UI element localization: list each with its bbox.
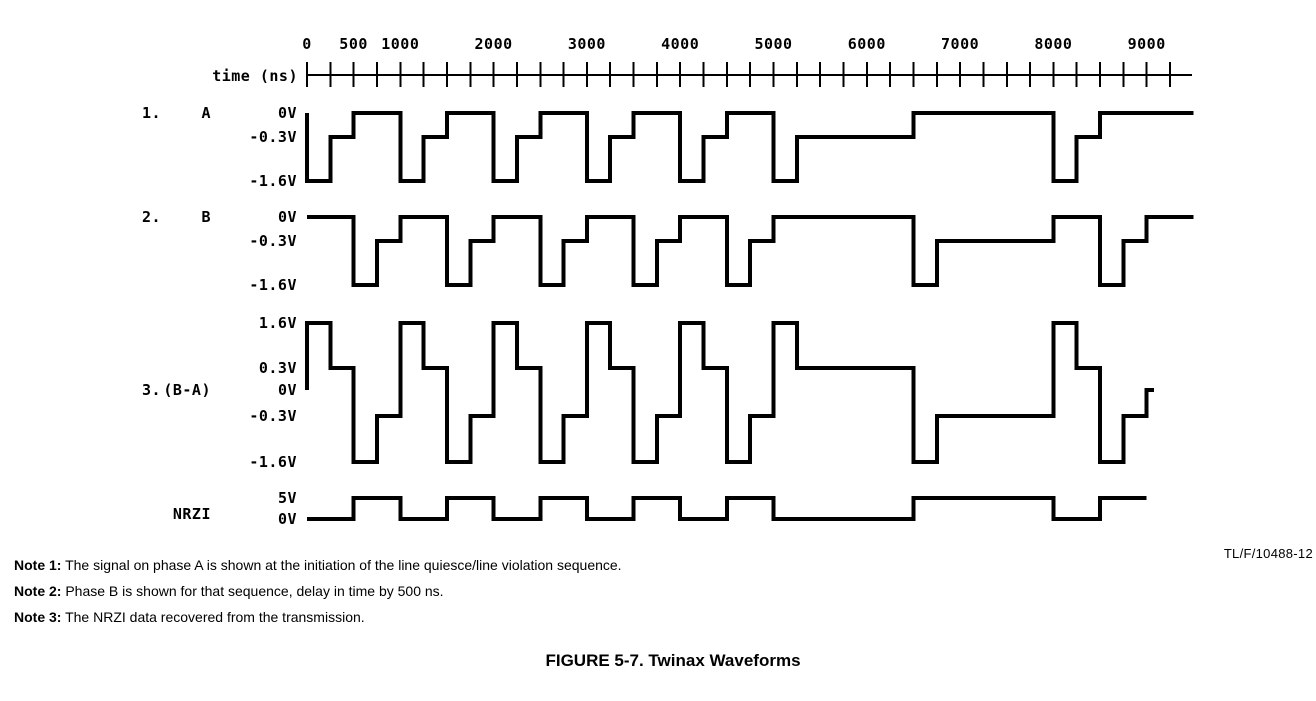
signal-number-B: 2. [142,208,161,226]
signal-trace-NRZI [307,496,1147,521]
axis-tick-label: 6000 [848,35,886,53]
axis-tick-label: 9000 [1128,35,1166,53]
axis-tick-label: 500 [339,35,368,53]
axis-tick-label: 3000 [568,35,606,53]
axis-tick-label: 7000 [941,35,979,53]
signal-trace-A [305,111,1194,183]
level-label-B--0.3V: -0.3V [249,232,297,250]
level-label-NRZI-5V: 5V [278,489,297,507]
note-2-text: Phase B is shown for that sequence, dela… [65,583,444,599]
level-label-B-A--1.6V: -1.6V [249,453,297,471]
axis-tick-label: 2000 [475,35,513,53]
note-2: Note 2: Phase B is shown for that sequen… [14,584,622,599]
axis-tick-label: 8000 [1034,35,1072,53]
note-1: Note 1: The signal on phase A is shown a… [14,558,622,573]
axis-title: time (ns) [212,67,298,85]
signal-number-A: 1. [142,104,161,122]
doc-number: TL/F/10488-12 [1223,546,1313,561]
note-3: Note 3: The NRZI data recovered from the… [14,610,622,625]
level-label-A--0.3V: -0.3V [249,128,297,146]
figure-caption: FIGURE 5-7. Twinax Waveforms [545,651,801,670]
level-label-B-A-1.6V: 1.6V [259,314,297,332]
level-label-B--1.6V: -1.6V [249,276,297,294]
axis-tick-label: 5000 [754,35,792,53]
note-2-label: Note 2: [14,583,62,599]
axis-tick-label: 0 [302,35,312,53]
signal-name-A: A [201,104,211,122]
level-label-B-0V: 0V [278,208,297,226]
signal-trace-B-A [305,321,1155,464]
level-label-NRZI-0V: 0V [278,510,297,528]
axis-tick-label: 4000 [661,35,699,53]
twinax-waveform-diagram: 0 500 1000 2000 3000 4000 5000 6000 7000 8000 9000… [142,35,1194,528]
signal-name-B-A: (B-A) [163,381,211,399]
level-label-A--1.6V: -1.6V [249,172,297,190]
level-label-B-A-0V: 0V [278,381,297,399]
note-1-label: Note 1: [14,557,62,573]
signal-name-B: B [201,208,211,226]
note-3-label: Note 3: [14,609,62,625]
notes: Note 1: The signal on phase A is shown a… [14,558,622,636]
level-label-A-0V: 0V [278,104,297,122]
level-label-B-A-0.3V: 0.3V [259,359,297,377]
note-1-text: The signal on phase A is shown at the in… [65,557,622,573]
signal-number-B-A: 3. [142,381,161,399]
signal-trace-B [307,215,1194,287]
axis-tick-label: 1000 [381,35,419,53]
signal-name-NRZI: NRZI [173,505,211,523]
note-3-text: The NRZI data recovered from the transmi… [65,609,365,625]
level-label-B-A--0.3V: -0.3V [249,407,297,425]
